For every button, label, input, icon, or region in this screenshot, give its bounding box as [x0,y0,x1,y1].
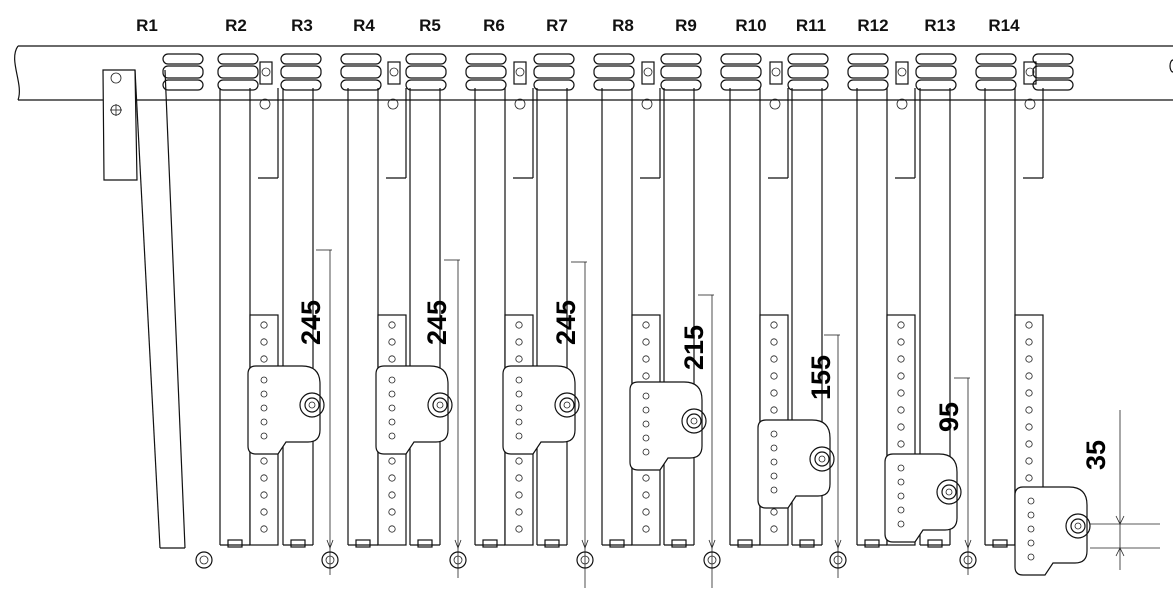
rail-labels: R1 R2 R3 R4 R5 R6 R7 R8 R9 R10 R11 R12 R… [136,16,1020,35]
trolley [787,53,829,91]
trolley [847,53,889,91]
rail-pair [601,88,695,548]
adjusting-plate [502,365,580,455]
rail-label-r14: R14 [988,16,1020,35]
dimension-line [444,259,467,578]
dimension-line-small [1090,410,1160,570]
dimension-line [698,294,721,588]
adjusting-plate [629,381,707,471]
bolt [895,61,909,85]
rail-label-r3: R3 [291,16,313,35]
bolt [641,61,655,85]
rail-label-r1: R1 [136,16,158,35]
dimension-label-5: 155 [806,355,836,400]
trolley [975,53,1017,91]
rail-pair [984,88,1044,548]
trolley [660,53,702,91]
rail-label-r8: R8 [612,16,634,35]
bolt [387,61,401,85]
bolt [1023,61,1037,85]
dimension-label-1: 245 [296,300,326,345]
adjusting-plate [375,365,453,455]
bolt [513,61,527,85]
dimension-line [316,249,339,575]
rail-label-r7: R7 [546,16,568,35]
trolley [915,53,957,91]
trolley [533,53,575,91]
rail-label-r9: R9 [675,16,697,35]
dimension-label-2: 245 [422,300,452,345]
trolley [465,53,507,91]
dimension-lines [316,249,1160,588]
rail-label-r10: R10 [735,16,766,35]
dimension-line [954,377,977,575]
bolt [259,61,273,85]
trolley [280,53,322,91]
dimension-label-6: 95 [934,402,964,432]
dimension-labels: 245 245 245 215 155 95 35 [296,300,1111,470]
top-beam [14,45,1173,101]
adjusting-plate [757,419,835,509]
trolley [340,53,382,91]
trolley [1032,53,1074,91]
rail-label-r11: R11 [796,16,826,35]
trolley [405,53,447,91]
rail-label-r6: R6 [483,16,505,35]
dimension-label-3: 245 [551,300,581,345]
trolley [217,53,259,91]
adjusting-plates [247,365,1091,576]
adjusting-plate [1014,486,1091,576]
trolley [593,53,635,91]
dimension-line [824,334,847,578]
dimension-label-7: 35 [1081,440,1111,470]
dimension-line [571,261,594,588]
r1-hanger [102,69,213,569]
dimension-label-4: 215 [679,325,709,370]
bolt [769,61,783,85]
trolley [720,53,762,91]
rail-label-r12: R12 [857,16,888,35]
rail-label-r2: R2 [225,16,247,35]
trolley [162,53,204,91]
rail-label-r5: R5 [419,16,441,35]
rail-label-r4: R4 [353,16,375,35]
rail-label-r13: R13 [924,16,955,35]
adjusting-plate [884,453,962,543]
adjusting-plate [247,365,325,455]
